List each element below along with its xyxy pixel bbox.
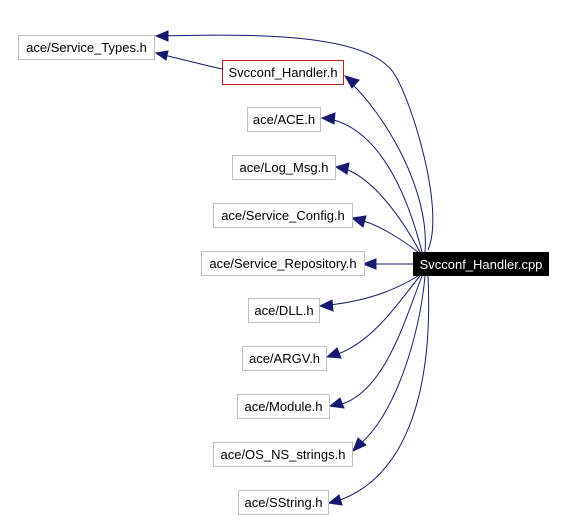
node-ace[interactable]: ace/ACE.h bbox=[247, 107, 321, 132]
edge-root-to-service-types bbox=[159, 34, 434, 251]
edge-root-to-service-config bbox=[362, 220, 419, 253]
node-dll[interactable]: ace/DLL.h bbox=[248, 298, 320, 323]
arrowhead bbox=[327, 494, 343, 506]
arrowhead bbox=[343, 75, 360, 89]
arrowhead bbox=[320, 112, 336, 125]
node-service-config[interactable]: ace/Service_Config.h bbox=[213, 203, 353, 228]
edge-root-to-handler-h bbox=[349, 81, 426, 253]
arrowhead bbox=[154, 50, 169, 61]
node-os-ns-strings[interactable]: ace/OS_NS_strings.h bbox=[213, 442, 353, 467]
edge-root-to-os-ns-strings bbox=[359, 275, 426, 445]
node-service-repository[interactable]: ace/Service_Repository.h bbox=[201, 251, 365, 276]
arrowhead bbox=[361, 258, 377, 270]
node-log-msg[interactable]: ace/Log_Msg.h bbox=[232, 155, 336, 180]
node-root-svcconf-handler-cpp: Svcconf_Handler.cpp bbox=[413, 252, 549, 276]
edge-root-to-sstring bbox=[339, 275, 430, 501]
arrowhead bbox=[154, 30, 169, 42]
node-module[interactable]: ace/Module.h bbox=[237, 394, 330, 419]
edge-root-to-ace bbox=[333, 119, 423, 253]
node-sstring[interactable]: ace/SString.h bbox=[238, 490, 329, 515]
node-argv[interactable]: ace/ARGV.h bbox=[242, 346, 327, 371]
edge-root-to-dll bbox=[329, 275, 419, 306]
arrowhead bbox=[334, 162, 350, 175]
edge-root-to-log-msg bbox=[344, 168, 421, 253]
edge-handler-h-to-service-types bbox=[159, 53, 223, 70]
arrowhead bbox=[350, 215, 367, 228]
node-svcconf-handler-h[interactable]: Svcconf_Handler.h bbox=[222, 60, 344, 85]
node-service-types[interactable]: ace/Service_Types.h bbox=[18, 35, 155, 60]
arrowhead bbox=[352, 437, 367, 452]
arrowhead bbox=[325, 347, 342, 359]
arrowhead bbox=[318, 299, 334, 312]
edge-root-to-argv bbox=[337, 275, 421, 355]
edge-root-to-module bbox=[341, 275, 423, 405]
arrowhead bbox=[328, 397, 345, 409]
